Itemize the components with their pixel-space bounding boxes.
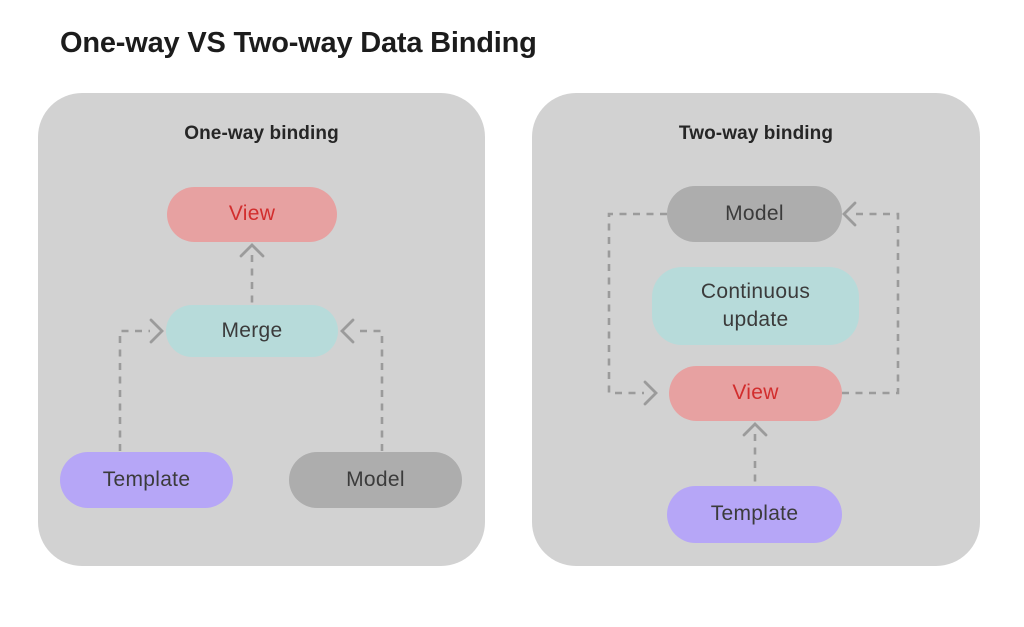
arrowhead-right-icon <box>149 318 164 344</box>
arrowhead-up-icon <box>239 243 265 258</box>
node-model: Model <box>667 186 842 242</box>
node-merge: Merge <box>166 305 338 357</box>
arrow-model-to-merge <box>354 329 384 451</box>
two-way-panel-title: Two-way binding <box>678 123 834 144</box>
node-view: View <box>669 366 842 421</box>
two-way-binding-panel: Two-way binding Model Continuous update … <box>532 93 980 566</box>
arrowhead-right-icon <box>643 380 658 406</box>
node-template: Template <box>667 486 842 543</box>
node-view: View <box>167 187 337 242</box>
one-way-binding-panel: One-way binding View Merge Template Mode… <box>38 93 485 566</box>
page-title: One-way VS Two-way Data Binding <box>60 27 537 59</box>
one-way-panel-title: One-way binding <box>184 123 339 144</box>
arrow-template-to-merge <box>118 329 150 451</box>
arrowhead-up-icon <box>742 422 768 437</box>
node-template: Template <box>60 452 233 508</box>
node-continuous-update: Continuous update <box>652 267 859 345</box>
node-model: Model <box>289 452 462 508</box>
arrowhead-left-icon <box>842 201 857 227</box>
arrowhead-left-icon <box>340 318 355 344</box>
